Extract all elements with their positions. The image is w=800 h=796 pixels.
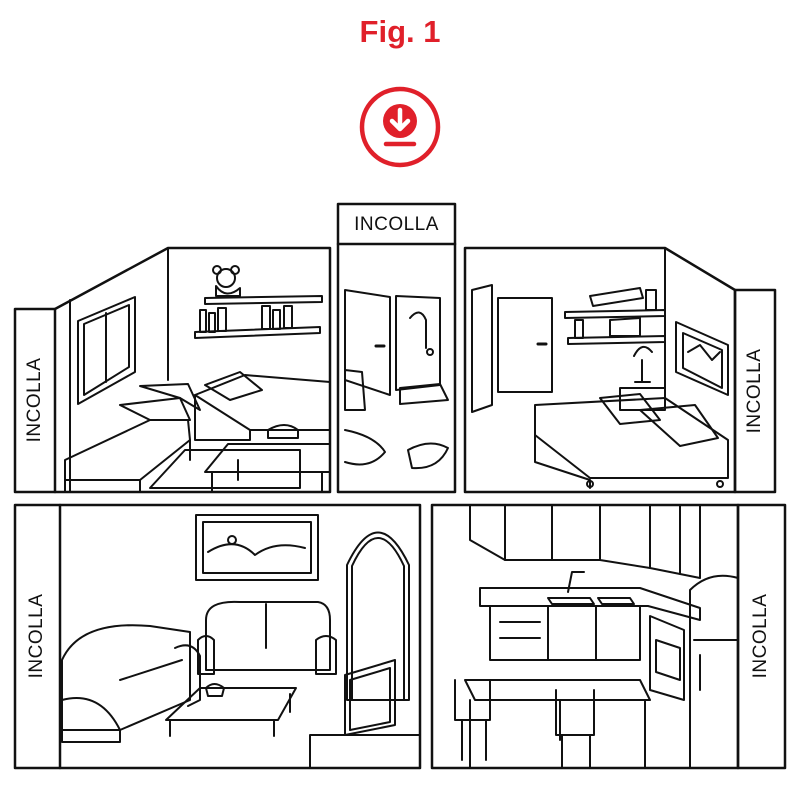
- room-kitchen: [430, 503, 787, 770]
- paste-tab-bedroom-left: INCOLLA: [24, 357, 45, 443]
- room-living-room: [13, 503, 422, 770]
- room-bathroom: [336, 202, 457, 494]
- paste-tab-living-room: INCOLLA: [26, 593, 47, 679]
- room-bedroom-right: [463, 246, 777, 494]
- paste-tab-kitchen: INCOLLA: [750, 593, 771, 679]
- room-bedroom-left: [13, 246, 332, 494]
- download-icon[interactable]: [358, 85, 442, 169]
- paste-tab-bedroom-right: INCOLLA: [744, 348, 765, 434]
- paste-tab-bathroom: INCOLLA: [354, 214, 439, 235]
- figure-title: Fig. 1: [359, 14, 441, 49]
